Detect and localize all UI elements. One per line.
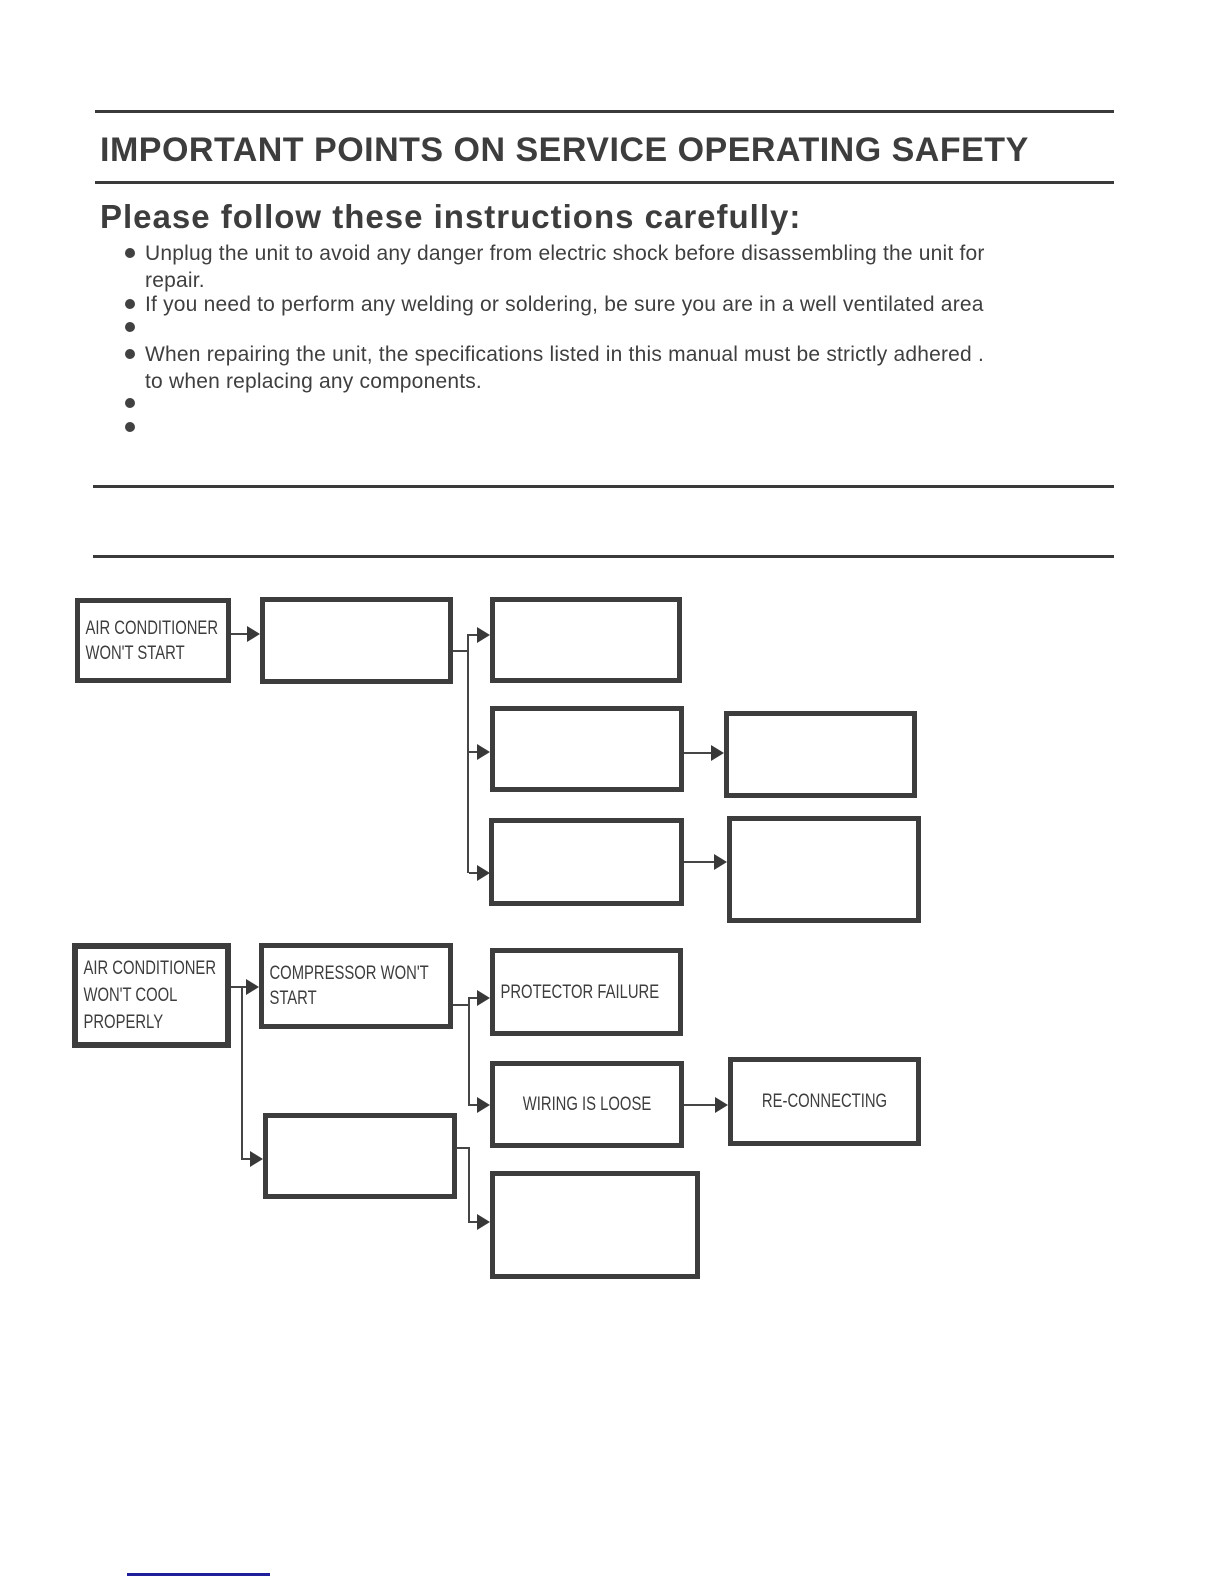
connector-line — [684, 752, 711, 754]
arrow-right-icon — [477, 744, 490, 760]
bullet-text-line: Unplug the unit to avoid any danger from… — [145, 242, 985, 265]
header-top-rule — [95, 110, 1114, 113]
box-label-line: AIR CONDITIONER — [83, 958, 217, 979]
flow2-cause-box-compressor: COMPRESSOR WON'T START — [259, 943, 453, 1029]
bullet-icon — [125, 422, 135, 432]
arrow-right-icon — [477, 865, 490, 881]
bullet-text-line: If you need to perform any welding or so… — [145, 293, 984, 316]
box-label-line: WIRING IS LOOSE — [522, 1094, 652, 1115]
box-label-line: WON'T START — [85, 642, 185, 664]
flow1-cause-box — [260, 597, 453, 684]
safety-bullet-2: If you need to perform any welding or so… — [125, 291, 984, 318]
box-label-line: RE-CONNECTING — [761, 1091, 888, 1112]
bullet-icon — [125, 349, 135, 359]
bullet-icon — [125, 299, 135, 309]
connector-line — [231, 986, 246, 988]
connector-line — [469, 751, 478, 753]
bullet-text-line: When repairing the unit, the specificati… — [145, 343, 984, 366]
page-title: IMPORTANT POINTS ON SERVICE OPERATING SA… — [100, 131, 1029, 169]
flow1-check-box-1 — [490, 597, 682, 683]
flow1-check-box-3 — [489, 818, 684, 906]
safety-bullet-3-empty — [125, 314, 135, 332]
box-label-line: AIR CONDITIONER — [85, 617, 219, 639]
arrow-right-icon — [477, 990, 490, 1006]
section-divider-rule-2 — [93, 555, 1114, 558]
connector-line — [470, 1104, 477, 1106]
bullet-icon — [125, 322, 135, 332]
safety-bullet-1: Unplug the unit to avoid any danger from… — [125, 240, 985, 294]
arrow-right-icon — [477, 627, 490, 643]
bullet-text-line: repair. — [145, 269, 205, 292]
flow2-cause-box-2 — [263, 1113, 457, 1199]
connector-line — [453, 650, 469, 652]
box-label-line: WON'T COOL — [83, 985, 178, 1006]
box-label-line: COMPRESSOR WON'T — [269, 963, 429, 984]
connector-line — [241, 987, 243, 1160]
arrow-right-icon — [247, 626, 260, 642]
bullet-icon — [125, 248, 135, 258]
connector-line — [470, 997, 477, 999]
connector-line — [468, 997, 470, 1106]
arrow-right-icon — [715, 1097, 728, 1113]
arrow-right-icon — [711, 745, 724, 761]
flow2-root-box: AIR CONDITIONER WON'T COOL PROPERLY — [72, 943, 231, 1048]
arrow-right-icon — [246, 979, 259, 995]
connector-line — [468, 1147, 470, 1223]
flow1-root-box: AIR CONDITIONER WON'T START — [75, 598, 231, 683]
flow1-check-box-2 — [490, 706, 684, 792]
flow1-remedy-box-2 — [724, 711, 917, 798]
box-label-line: START — [269, 988, 317, 1009]
connector-line — [684, 861, 714, 863]
box-label-line: PROTECTOR FAILURE — [500, 981, 660, 1003]
arrow-right-icon — [250, 1151, 263, 1167]
flow2-remedy-reconnecting-box: RE-CONNECTING — [728, 1057, 921, 1146]
flow2-check-protector-box: PROTECTOR FAILURE — [490, 948, 683, 1036]
connector-line — [684, 1104, 715, 1106]
connector-line — [231, 633, 247, 635]
safety-bullet-6-empty — [125, 414, 135, 432]
footer-accent-line — [127, 1573, 270, 1576]
connector-line — [456, 1147, 470, 1149]
flow2-check-box-3 — [490, 1171, 700, 1279]
bullet-text-line: to when replacing any components. — [145, 370, 482, 393]
arrow-right-icon — [477, 1097, 490, 1113]
box-label-line: PROPERLY — [83, 1012, 164, 1033]
arrow-right-icon — [477, 1214, 490, 1230]
safety-bullet-4: When repairing the unit, the specificati… — [125, 341, 984, 395]
safety-bullet-5-empty — [125, 390, 135, 408]
connector-line — [469, 634, 478, 636]
header-bottom-rule — [95, 181, 1114, 184]
bullet-icon — [125, 398, 135, 408]
section-subtitle: Please follow these instructions careful… — [100, 198, 802, 235]
connector-line — [467, 634, 469, 873]
section-divider-rule-1 — [93, 485, 1114, 488]
flow1-remedy-box-3 — [727, 816, 921, 923]
connector-line — [243, 1158, 250, 1160]
connector-line — [470, 1221, 477, 1223]
arrow-right-icon — [714, 854, 727, 870]
connector-line — [469, 872, 478, 874]
flow2-check-wiring-box: WIRING IS LOOSE — [490, 1061, 684, 1148]
connector-line — [453, 1004, 470, 1006]
